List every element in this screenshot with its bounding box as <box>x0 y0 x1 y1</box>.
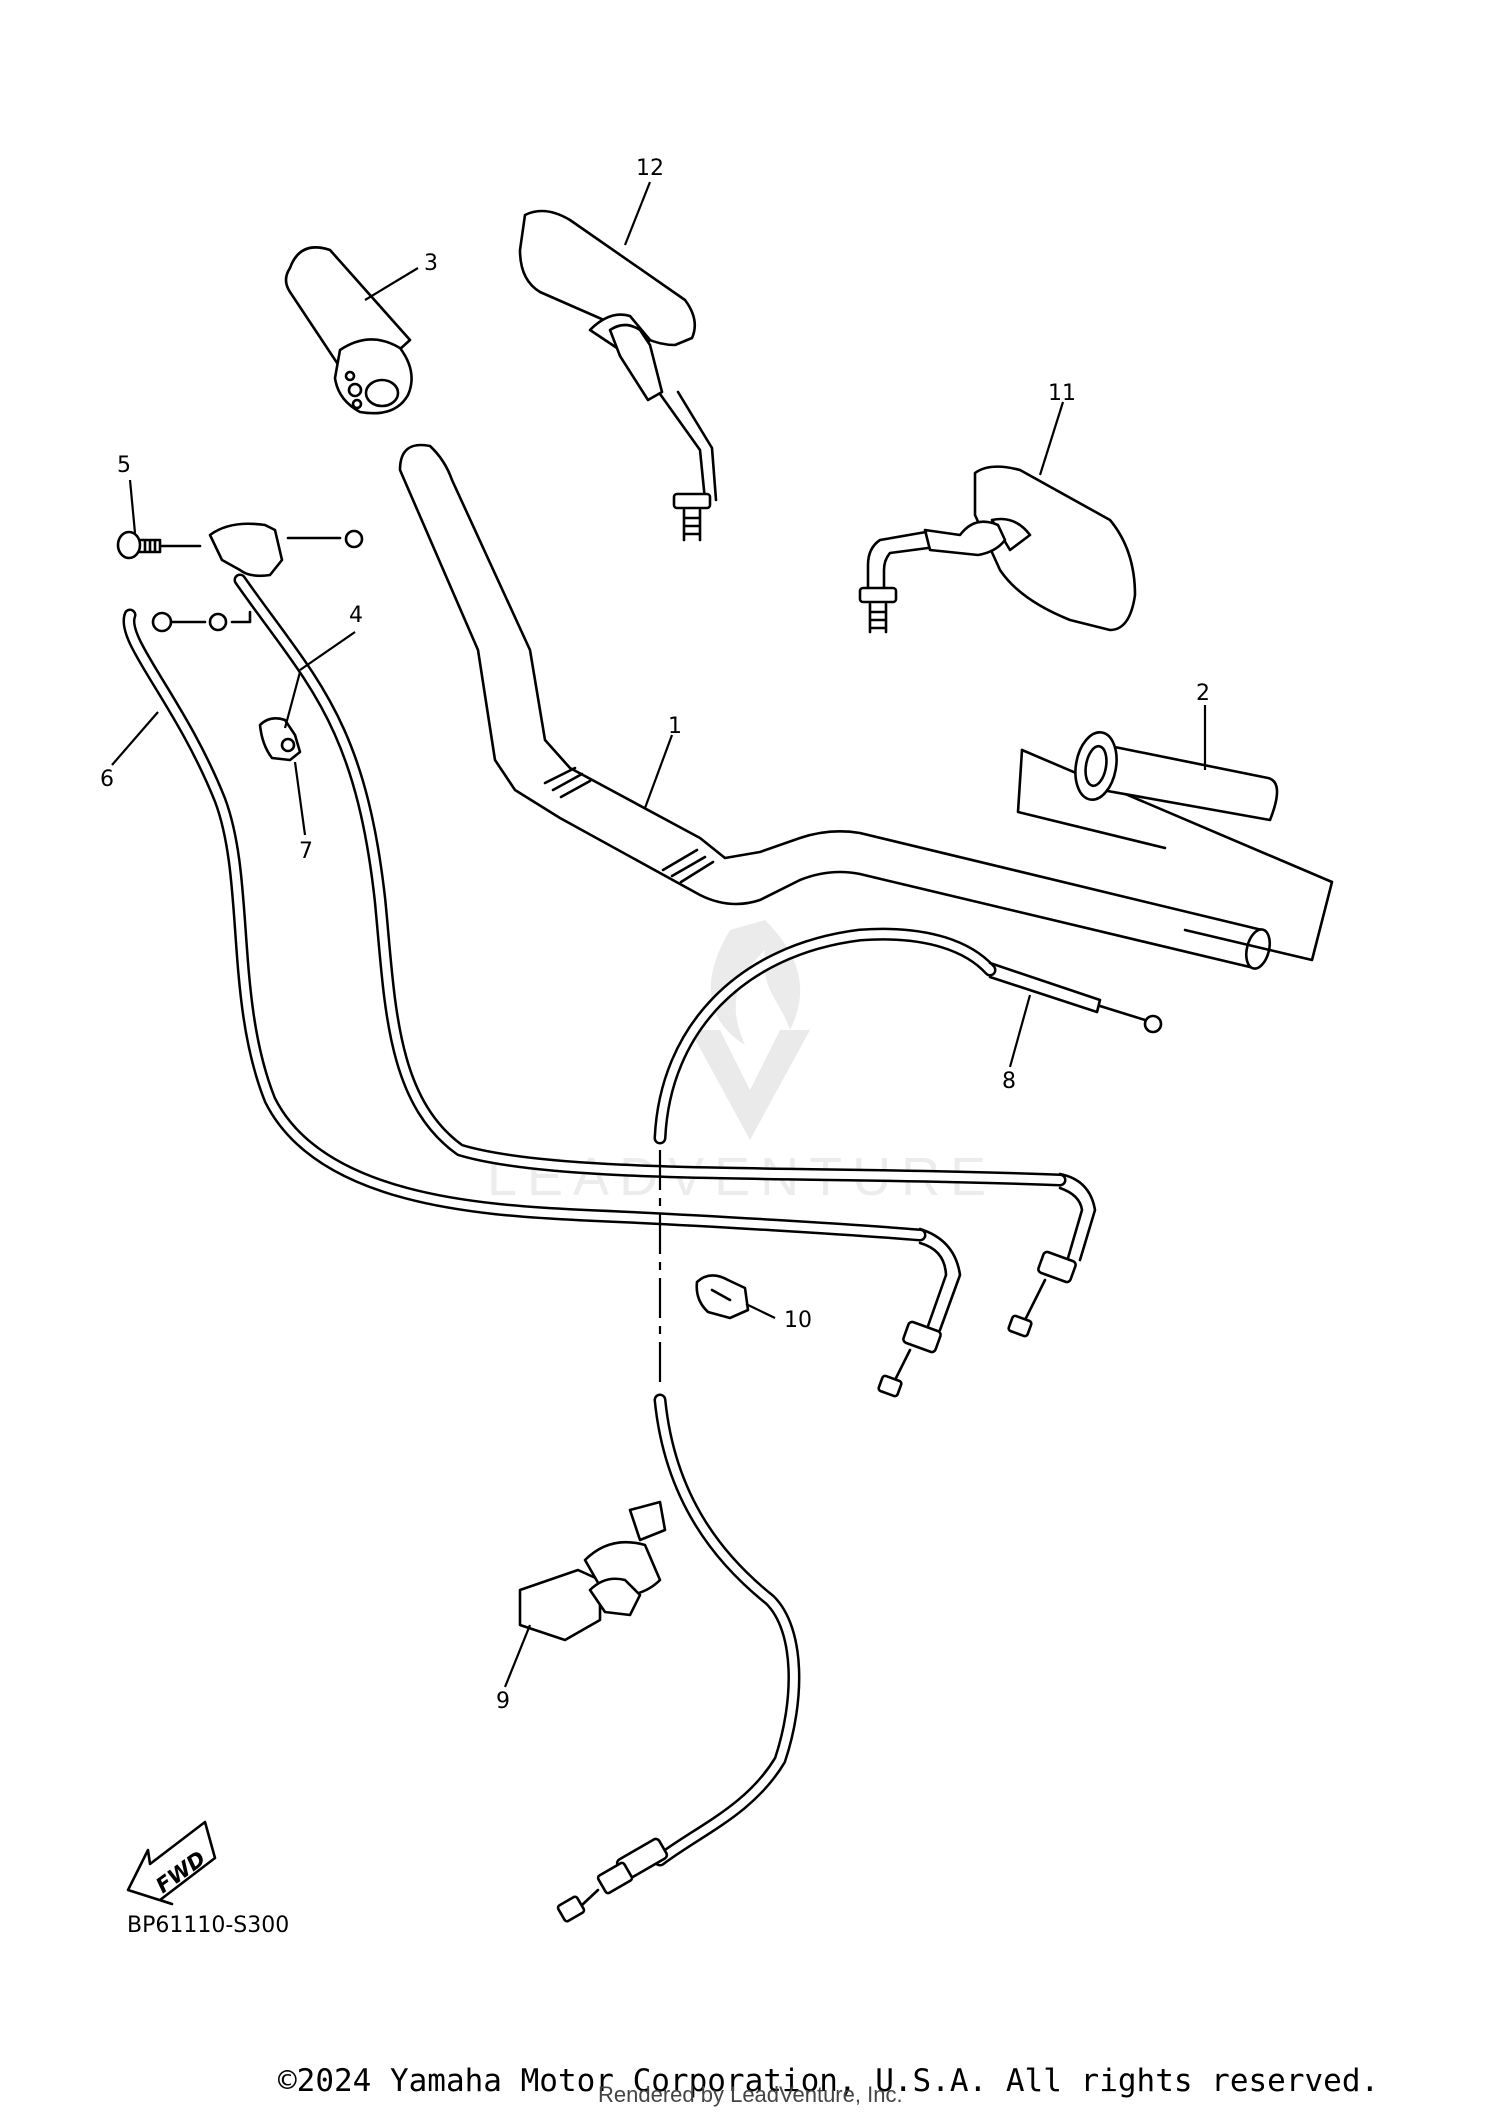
callout-5: 5 <box>117 453 131 478</box>
part-11-right-mirror <box>858 465 1137 634</box>
throttle-cables <box>122 573 1097 1398</box>
rendered-by-notice: Rendered by LeadVenture, Inc. <box>598 2082 903 2107</box>
callout-7: 7 <box>299 839 313 864</box>
part-10-clip <box>695 1274 750 1320</box>
part-3-left-grip <box>284 246 413 415</box>
callout-3: 3 <box>424 251 438 276</box>
part-7-clip <box>258 717 302 762</box>
part-2-right-grip <box>1016 731 1334 962</box>
callout-1: 1 <box>668 714 682 739</box>
fwd-arrow: FWD <box>126 1820 217 1906</box>
copyright-notice: ©2024 Yamaha Motor Corporation, U.S.A. A… <box>278 2063 1380 2099</box>
callout-2: 2 <box>1196 681 1210 706</box>
leader-lines <box>111 181 1207 1688</box>
callout-9: 9 <box>496 1689 510 1714</box>
part-1-handlebar <box>398 443 1272 970</box>
part-12-left-mirror <box>518 209 718 542</box>
callout-11: 11 <box>1048 381 1076 406</box>
part-8-cable <box>653 927 1163 1145</box>
callout-4: 4 <box>349 603 363 628</box>
callout-8: 8 <box>1002 1069 1016 1094</box>
callout-6: 6 <box>100 767 114 792</box>
diagram-code: BP61110-S300 <box>127 1913 289 1938</box>
fwd-arrow-icon <box>126 1820 217 1906</box>
callout-12: 12 <box>636 156 664 181</box>
callout-10: 10 <box>784 1308 812 1333</box>
part-5-screws <box>116 522 364 633</box>
callout-numbers: 1 2 3 4 5 6 7 8 9 10 11 12 <box>100 156 1210 1714</box>
part-9-switch-assembly <box>518 1393 801 1923</box>
